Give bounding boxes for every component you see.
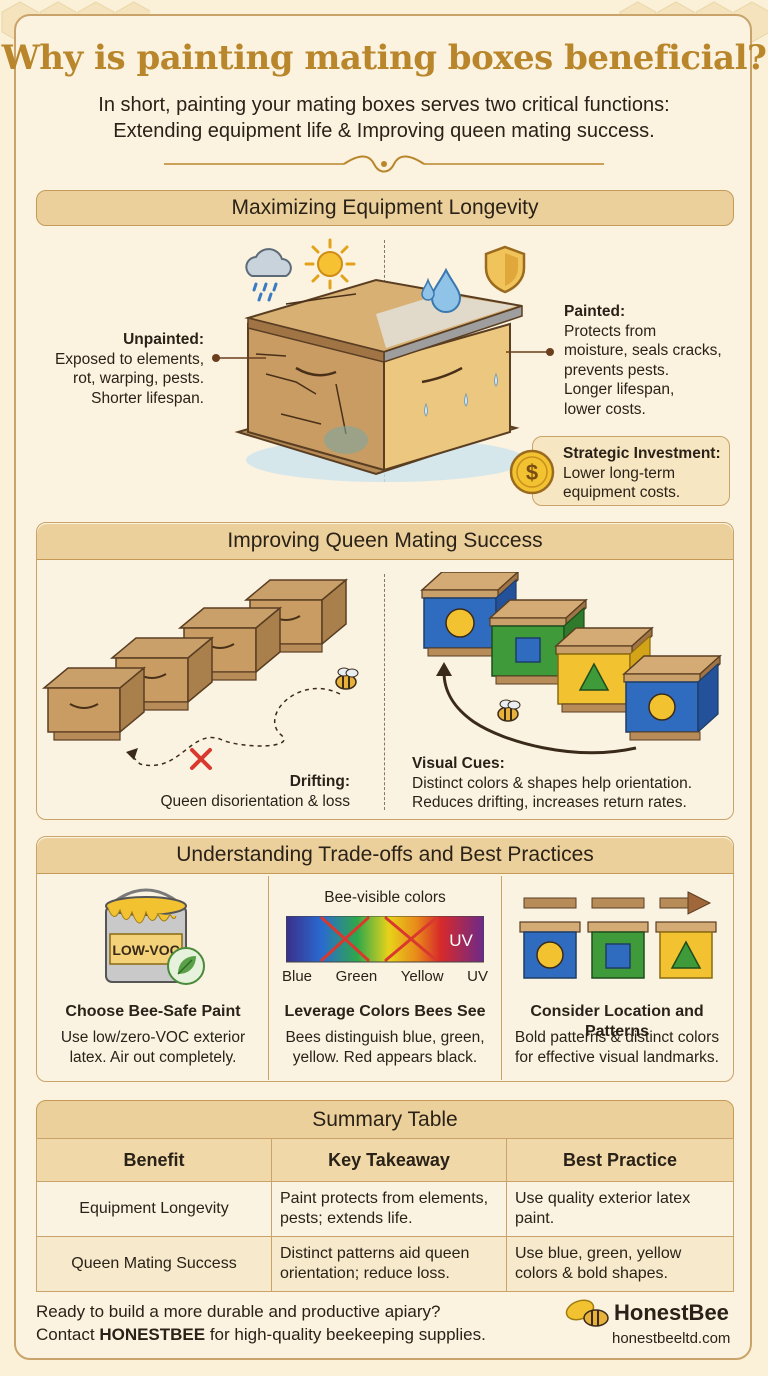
table-cell-takeaway: Paint protects from elements, pests; ext… [271,1181,507,1237]
spectrum-label-yellow: Yellow [400,968,444,985]
col1-title: Choose Bee-Safe Paint [65,1003,241,1020]
spectrum-caption: Bee-visible colors [324,889,446,906]
investment-title: Strategic Investment: [563,445,721,462]
tradeoffs-col-divider-2 [501,876,502,1080]
shield-icon [484,245,526,294]
col3-line-2: for effective visual landmarks. [515,1048,719,1066]
water-drop-icon [421,267,462,313]
col1-body: Use low/zero-VOC exterior latex. Air out… [38,1028,268,1067]
col3-line-1: Bold patterns & distinct colors [514,1029,720,1046]
visual-cues-line-2: Reduces drifting, increases return rates… [412,794,687,811]
table-cell-benefit: Equipment Longevity [36,1181,272,1237]
section-heading-mating: Improving Queen Mating Success [37,524,733,560]
table-cell-takeaway: Distinct patterns aid queen orientation;… [271,1236,507,1292]
tradeoffs-col-divider-1 [268,876,269,1080]
table-header-benefit: Benefit [36,1138,272,1182]
visual-cues-illustration [421,572,721,755]
col3-body: Bold patterns & distinct colors for effe… [502,1028,732,1067]
coin-dollar-icon: $ [509,449,555,495]
painted-title: Painted: [564,303,626,320]
mating-divider [384,574,385,810]
callout-connector-right [506,348,554,356]
unpainted-line-1: Exposed to elements, [54,350,204,368]
table-row: Equipment Longevity Paint protects from … [36,1181,734,1237]
intro-line-1: In short, painting your mating boxes ser… [98,94,670,116]
callout-connector-left [212,354,266,362]
intro-text: In short, painting your mating boxes ser… [0,92,768,144]
page-title: Why is painting mating boxes beneficial? [1,38,767,78]
col1-line-1: Use low/zero-VOC exterior [60,1029,246,1046]
table-cell-benefit: Queen Mating Success [36,1236,272,1292]
painted-line-3: prevents pests. [564,361,670,379]
col1-line-2: latex. Air out completely. [69,1048,237,1066]
sun-icon [304,238,356,290]
investment-box [532,436,730,506]
spectrum-label-uv: UV [467,968,488,985]
drifting-title: Drifting: [289,773,350,790]
leaf-icon [167,947,205,985]
investment-line-2: equipment costs. [563,484,681,501]
unpainted-callout: Unpainted: Exposed to elements, rot, war… [40,330,204,408]
section-heading-tradeoffs: Understanding Trade-offs and Best Practi… [37,838,733,874]
paint-can-label: LOW-VOC [112,942,179,958]
unpainted-line-2: rot, warping, pests. [73,370,204,387]
visual-cues-title: Visual Cues: [412,755,505,772]
col2-title: Leverage Colors Bees See [284,1003,486,1020]
footer-brand-mention: HONESTBEE [99,1325,206,1344]
footer-line-2: Contact HONESTBEE for high-quality beeke… [36,1323,486,1346]
bee-icon-left [335,667,359,690]
footer-line-2-prefix: Contact [36,1325,100,1344]
summary-table: Benefit Key Takeaway Best Practice Equip… [36,1138,734,1292]
painted-line-2: moisture, seals cracks, [564,342,722,359]
investment-line-1: Lower long-term [563,464,675,482]
drifting-callout: Drifting: Queen disorientation & loss [140,772,350,811]
col2-body: Bees distinguish blue, green, yellow. Re… [270,1028,500,1067]
unpainted-title: Unpainted: [123,331,204,348]
spectrum-labels: Blue Green Yellow UV [282,968,488,985]
footer-line-2-suffix: for high-quality beekeeping supplies. [205,1325,486,1344]
section-heading-summary: Summary Table [36,1100,734,1140]
brand-block[interactable]: HonestBee honestbeeltd.com [564,1296,744,1356]
table-header-row: Benefit Key Takeaway Best Practice [36,1138,734,1182]
hive-comparison-illustration [234,278,526,482]
unpainted-line-3: Shorter lifespan. [91,389,204,407]
x-mark-icon [190,748,212,770]
drifting-illustration [43,579,359,770]
bee-spectrum-bar: UV [286,916,484,963]
table-cell-practice: Use blue, green, yellow colors & bold sh… [506,1236,734,1292]
ornamental-divider [164,155,604,173]
arrow-right-icon [659,891,712,915]
intro-line-2: Extending equipment life & Improving que… [113,120,655,142]
spectrum-label-green: Green [335,968,378,985]
painted-line-1: Protects from [564,322,657,340]
spectrum-uv-label: UV [449,931,473,950]
col3-title: Consider Location and Patterns [530,1003,704,1040]
table-cell-practice: Use quality exterior latex paint. [506,1181,734,1237]
painted-callout: Painted: Protects from moisture, seals c… [564,302,739,419]
table-header-takeaway: Key Takeaway [271,1138,507,1182]
svg-text:$: $ [526,460,538,485]
footer-cta: Ready to build a more durable and produc… [36,1300,486,1346]
section-heading-longevity: Maximizing Equipment Longevity [36,190,734,226]
col2-line-1: Bees distinguish blue, green, [285,1029,485,1046]
drifting-text: Queen disorientation & loss [160,792,350,810]
painted-line-5: lower costs. [564,400,646,418]
visual-cues-line-1: Distinct colors & shapes help orientatio… [412,774,693,792]
col2-line-2: yellow. Red appears black. [292,1048,478,1066]
brand-name: HonestBee [614,1300,729,1325]
visual-cues-callout: Visual Cues: Distinct colors & shapes he… [412,754,732,813]
table-header-practice: Best Practice [506,1138,734,1182]
honestbee-logo-icon [565,1299,609,1327]
table-row: Queen Mating Success Distinct patterns a… [36,1236,734,1292]
pattern-boxes-illustration [519,891,717,979]
rain-cloud-icon [245,248,292,302]
investment-text: Strategic Investment: Lower long-term eq… [563,444,733,503]
spectrum-label-blue: Blue [282,968,313,985]
painted-line-4: Longer lifespan, [564,381,675,398]
brand-url[interactable]: honestbeeltd.com [612,1330,731,1347]
footer-line-1: Ready to build a more durable and produc… [36,1302,441,1321]
